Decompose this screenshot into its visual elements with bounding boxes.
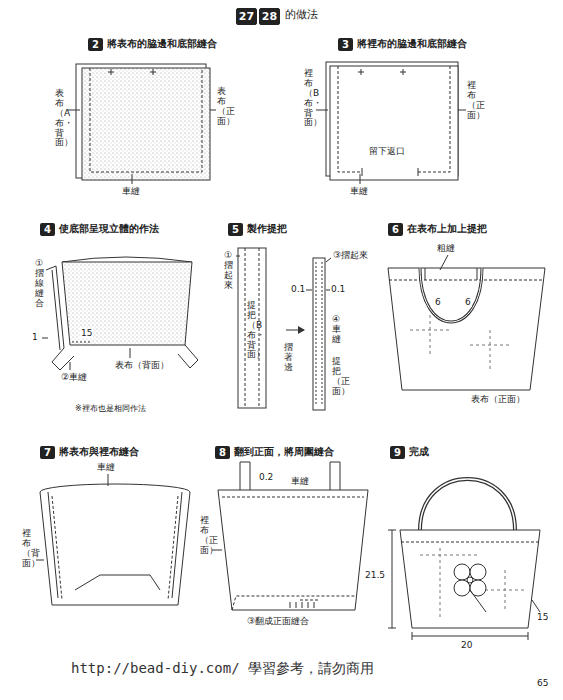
part-label: ③摺起來 [332,250,369,260]
step-title: 將表布的脇邊和底部縫合 [107,37,217,51]
part-label: 粗縫 [436,243,456,253]
step-number: 8 [215,446,230,459]
step-heading: 4 使底部呈現立體的作法 [40,222,159,236]
part-label: 裡布（背面） [22,528,31,570]
part-label: ①摺線縫合 [35,258,44,309]
part-label: 裡布（B布・背面） [304,68,313,129]
part-label: 表布（A布・背面） [55,88,64,149]
part-label: ①摺起來 [224,250,233,292]
page-number: 65 [536,678,549,688]
step-heading: 3 將裡布的脇邊和底部縫合 [338,37,467,51]
part-label: 6 [464,297,472,307]
part-label: 0.2 [258,472,274,482]
part-label: 0.1 [290,284,306,294]
step-number: 6 [388,223,403,236]
part-label: 1 [31,332,39,342]
part-label: 15 [536,612,549,622]
part-label: ③翻成正面縫合 [246,616,310,626]
step-heading: 8 翻到正面，將周圍縫合 [215,445,334,459]
step-title: 完成 [409,445,429,459]
step-title: 翻到正面，將周圍縫合 [234,445,334,459]
step-number: 4 [40,223,55,236]
step-title: 製作提把 [247,222,287,236]
part-label: 20 [460,640,473,650]
step-number: 2 [88,38,103,51]
part-label: 車縫 [349,186,369,196]
part-number-box: 28 [259,8,280,25]
part-label: 車縫 [96,462,116,472]
part-label: 0.1 [330,284,346,294]
step-title: 在表布上加上提把 [407,222,487,236]
part-label: 提把（正面） [332,356,341,398]
step-title: 使底部呈現立體的作法 [59,222,159,236]
step-heading: 2 將表布的脇邊和底部縫合 [88,37,217,51]
part-label: 留下返口 [368,146,406,156]
step-number: 5 [228,223,243,236]
part-label: 15 [80,328,93,338]
step-number: 28 [259,8,280,25]
step-number: 3 [338,38,353,51]
part-label: ④車縫 [332,314,341,346]
part-label: 表布（正面） [470,394,526,404]
step-heading: 9 完成 [390,445,429,459]
step-title: 將裡布的脇邊和底部縫合 [357,37,467,51]
step-title: 將表布與裡布縫合 [59,445,139,459]
part-label: 6 [434,297,442,307]
part-label: 車縫 [290,476,310,486]
step-number: 9 [390,446,405,459]
part-label: 表布（正面） [217,86,226,128]
watermark: http://bead-diy.com/ 學習參考，請勿商用 [70,660,375,676]
part-label: ※裡布也是相同作法 [74,404,147,413]
part-label: 裡布（正面） [467,80,476,122]
part-label: 摺著邊 [284,342,293,374]
part-label: 車縫 [121,186,141,196]
part-label: 的做法 [284,9,319,22]
step-heading: 7 將表布與裡布縫合 [40,445,139,459]
part-label: 提把（B布・背面） [247,300,256,361]
step-heading: 6 在表布上加上提把 [388,222,487,236]
part-number-box: 27 [236,8,257,25]
part-label: 裡布（正面） [200,515,209,557]
part-label: 21.5 [364,570,386,580]
step-number: 27 [236,8,257,25]
step-number: 7 [40,446,55,459]
part-label: ②車縫 [60,372,88,382]
part-label: 表布（背面） [114,360,170,370]
step-heading: 5 製作提把 [228,222,287,236]
